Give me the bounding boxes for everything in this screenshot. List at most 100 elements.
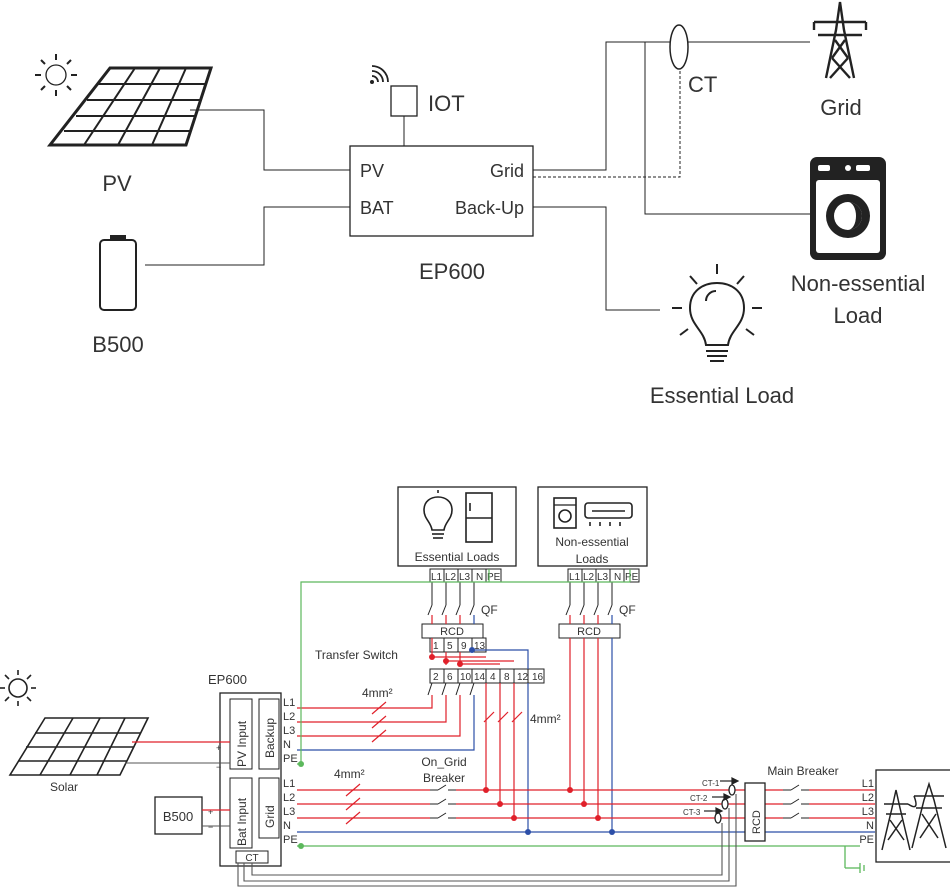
transfer-switch-label: Transfer Switch (315, 648, 398, 662)
svg-text:L1: L1 (283, 778, 295, 790)
backup-terminal-labels: L1 L2 L3 N PE (283, 697, 298, 765)
svg-text:+: + (208, 807, 213, 817)
svg-text:L1: L1 (431, 572, 443, 583)
solar-label: Solar (50, 780, 78, 794)
iot-module (390, 85, 418, 117)
svg-text:12: 12 (517, 672, 529, 683)
svg-text:6: 6 (447, 672, 453, 683)
transfer-switch-bottom (429, 668, 545, 684)
transfer-switch-bottom-numbers: 2 6 10 14 4 8 12 16 (433, 672, 544, 683)
svg-text:Bat Input: Bat Input (235, 797, 249, 846)
non-essential-loads-box (537, 486, 648, 567)
light-bulb-icon (672, 264, 762, 362)
pylons-icon (881, 781, 947, 851)
junction-dots (298, 761, 615, 849)
ep600-bottom-label: EP600 (208, 672, 247, 687)
wifi-icon (370, 65, 389, 84)
svg-text:L1: L1 (283, 697, 295, 709)
backup-port (258, 698, 280, 770)
grid-port (258, 777, 280, 839)
svg-text:L2: L2 (583, 572, 595, 583)
refrigerator-icon (465, 492, 493, 543)
main-breaker-label: Main Breaker (767, 764, 838, 778)
svg-text:L2: L2 (283, 792, 295, 804)
svg-text:N: N (866, 820, 874, 832)
battery-icon (99, 235, 137, 311)
washing-machine-icon (810, 157, 886, 260)
svg-text:CT-2: CT-2 (690, 794, 708, 803)
on-grid-breaker-label-1: On_Grid (421, 755, 466, 769)
utility-grid-box (875, 769, 950, 863)
svg-text:1: 1 (433, 641, 439, 652)
svg-text:L3: L3 (459, 572, 471, 583)
svg-text:RCD: RCD (577, 626, 601, 638)
cable-marker-backup (371, 701, 387, 743)
ep600-label: EP600 (419, 259, 485, 284)
svg-text:Backup: Backup (263, 718, 277, 758)
svg-text:L2: L2 (283, 711, 295, 723)
ct-labels: CT-1 CT-2 CT-3 (683, 779, 720, 817)
air-conditioner-icon (584, 502, 633, 526)
washing-machine-small-icon (553, 497, 577, 529)
svg-text:8: 8 (504, 672, 510, 683)
ep600-port-backup: Back-Up (455, 198, 524, 218)
svg-text:N: N (476, 572, 483, 583)
svg-text:N: N (283, 739, 291, 751)
ep600-bottom-box (219, 692, 282, 867)
ep600-port-bat: BAT (360, 198, 394, 218)
grid-label: Grid (820, 95, 862, 120)
b500-label: B500 (92, 332, 143, 357)
essential-loads-label: Essential Loads (415, 550, 500, 564)
svg-text:L1: L1 (569, 572, 581, 583)
cable-size-label-1: 4mm² (362, 686, 393, 700)
svg-text:PE: PE (283, 834, 298, 846)
ground-icon (844, 846, 865, 873)
non-essential-load-label-2: Load (834, 303, 883, 328)
svg-text:PV Input: PV Input (235, 720, 249, 767)
svg-text:N: N (283, 820, 291, 832)
svg-text:L1: L1 (862, 778, 874, 790)
b500-small-label: B500 (163, 809, 193, 824)
svg-text:PE: PE (625, 572, 639, 583)
pv-input-port (229, 698, 253, 770)
svg-text:L2: L2 (445, 572, 457, 583)
svg-text:Grid: Grid (263, 805, 277, 828)
svg-text:PE: PE (283, 753, 298, 765)
pv-label: PV (102, 171, 132, 196)
on-grid-breaker-label-2: Breaker (423, 771, 465, 785)
non-essential-loads-label-1: Non-essential (555, 535, 628, 549)
ep600-port-pv: PV (360, 161, 384, 181)
svg-text:CT: CT (245, 853, 258, 864)
non-essential-loads-label-2: Loads (576, 552, 609, 566)
svg-text:N: N (614, 572, 621, 583)
svg-text:13: 13 (474, 641, 486, 652)
b500-box (154, 796, 203, 835)
sun-icon (35, 54, 77, 96)
ep600-port-grid: Grid (490, 161, 524, 181)
svg-text:CT-3: CT-3 (683, 808, 701, 817)
svg-text:RCD: RCD (751, 810, 763, 834)
bulb-icon (423, 490, 453, 539)
transfer-switch-top-numbers: 1 5 9 13 (433, 641, 486, 652)
svg-text:+: + (216, 743, 221, 753)
svg-text:L3: L3 (862, 806, 874, 818)
svg-text:9: 9 (461, 641, 467, 652)
iot-label: IOT (428, 91, 465, 116)
utility-terminal-labels: L1 L2 L3 N PE (859, 778, 874, 846)
cable-size-label-3: 4mm² (334, 767, 365, 781)
non-essential-terminal-labels: L1 L2 L3 N PE (569, 572, 639, 583)
svg-text:L3: L3 (283, 725, 295, 737)
svg-text:PE: PE (859, 834, 874, 846)
ct-label: CT (688, 72, 717, 97)
svg-text:5: 5 (447, 641, 453, 652)
ep600-inverter-box (349, 145, 534, 237)
svg-text:4: 4 (490, 672, 496, 683)
qf-breaker-non-essential (565, 582, 613, 616)
bat-input-port (229, 777, 253, 849)
qf-breaker-essential (427, 582, 475, 616)
svg-text:RCD: RCD (440, 626, 464, 638)
rcd-non-essential (558, 623, 621, 639)
svg-text:14: 14 (474, 672, 486, 683)
essential-load-label: Essential Load (650, 383, 794, 408)
